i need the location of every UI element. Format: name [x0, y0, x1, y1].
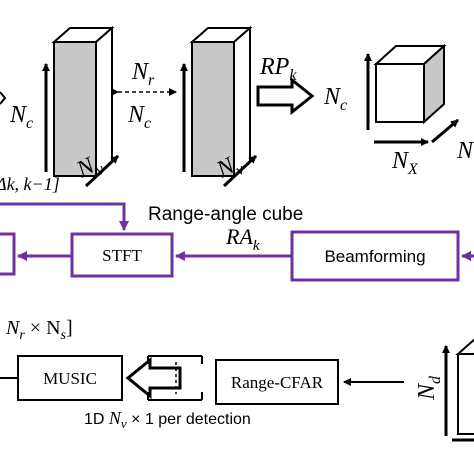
nc-right-label: Nc: [323, 84, 347, 114]
rp-transform-arrow: [256, 76, 315, 116]
range-profile-cube: [373, 43, 447, 125]
music-label: MUSIC: [43, 369, 97, 388]
stft-label: STFT: [102, 246, 142, 265]
depth-axis-arrow: [431, 118, 459, 144]
beamforming-label: Beamforming: [324, 247, 425, 266]
partial-output-block: [0, 232, 16, 276]
data-slab-2: [189, 25, 253, 179]
nr-label: Nr: [131, 59, 155, 89]
rp-label: RPk: [259, 54, 297, 84]
nv-axis-arrow-2: [222, 154, 258, 188]
nx-label: NX: [391, 148, 419, 178]
range-angle-cube-label: Range-angle cube: [148, 204, 303, 225]
delta-k-label: Δk, k−1]: [0, 174, 60, 194]
nc-left-label: Nc: [9, 102, 33, 132]
stft-input-path: [0, 202, 129, 231]
range-doppler-cube: [455, 338, 474, 435]
ra-label: RAk: [225, 224, 260, 254]
beamforming-block: [290, 230, 460, 282]
detection-snapshot-bracket: [147, 355, 203, 401]
data-slab-1: [51, 25, 115, 179]
nv-axis-arrow-1: [84, 154, 120, 188]
nc-mid-label: Nc: [127, 102, 151, 132]
range-cfar-block: [215, 359, 339, 405]
detection-caption: 1D Nv × 1 per detection: [84, 408, 251, 431]
edge-n-label: N: [456, 138, 474, 164]
detection-hollow-arrow: [125, 356, 182, 400]
nr-ns-label: Nr × Ns]: [5, 317, 73, 343]
nd-label: Nd: [414, 375, 444, 401]
range-cfar-label: Range-CFAR: [231, 373, 324, 392]
cutoff-arrow-head: [0, 91, 7, 105]
